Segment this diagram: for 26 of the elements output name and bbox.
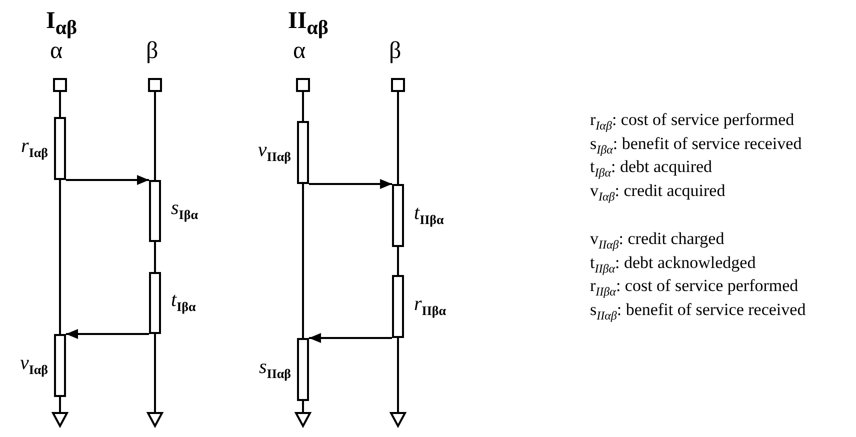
lifeline-label: β bbox=[389, 38, 402, 65]
legend-text: s$_{Iβα}$: benefit of service received bbox=[590, 134, 802, 158]
bar-label: v$_{IIαβ}$ bbox=[258, 138, 291, 166]
message-arrow bbox=[309, 333, 392, 343]
bar-label: t$_{IIβα}$ bbox=[414, 202, 444, 229]
bar-label: t$_{Iβα}$ bbox=[171, 289, 196, 316]
bar-label: r$_{Iαβ}$ bbox=[21, 134, 48, 162]
legend-text: v$_{Iαβ}$: credit acquired bbox=[590, 181, 726, 206]
bar-label: s$_{IIαβ}$ bbox=[258, 356, 291, 383]
lifeline-label: α bbox=[50, 38, 63, 65]
panel-title: II$_{αβ}$ bbox=[288, 8, 328, 40]
panel-title: I$_{αβ}$ bbox=[46, 8, 78, 40]
message-arrow bbox=[309, 179, 392, 189]
lifeline-label: β bbox=[146, 38, 158, 65]
bar-label: s$_{Iβα}$ bbox=[171, 197, 198, 224]
legend-text: v$_{IIαβ}$: credit charged bbox=[590, 229, 724, 254]
bar-label: v$_{Iαβ}$ bbox=[20, 352, 48, 379]
message-arrow bbox=[66, 175, 149, 185]
legend-text: s$_{IIαβ}$: benefit of service received bbox=[590, 300, 806, 324]
message-arrow bbox=[66, 329, 149, 339]
legend-text: r$_{IIβα}$: cost of service performed bbox=[590, 276, 798, 300]
legend-text: r$_{Iαβ}$: cost of service performed bbox=[590, 110, 794, 134]
bar-label: r$_{IIβα}$ bbox=[414, 292, 446, 320]
legend-text: t$_{IIβα}$: debt acknowledged bbox=[590, 253, 756, 278]
legend-text: t$_{Iβα}$: debt acquired bbox=[590, 157, 712, 182]
lifeline-label: α bbox=[293, 38, 306, 65]
